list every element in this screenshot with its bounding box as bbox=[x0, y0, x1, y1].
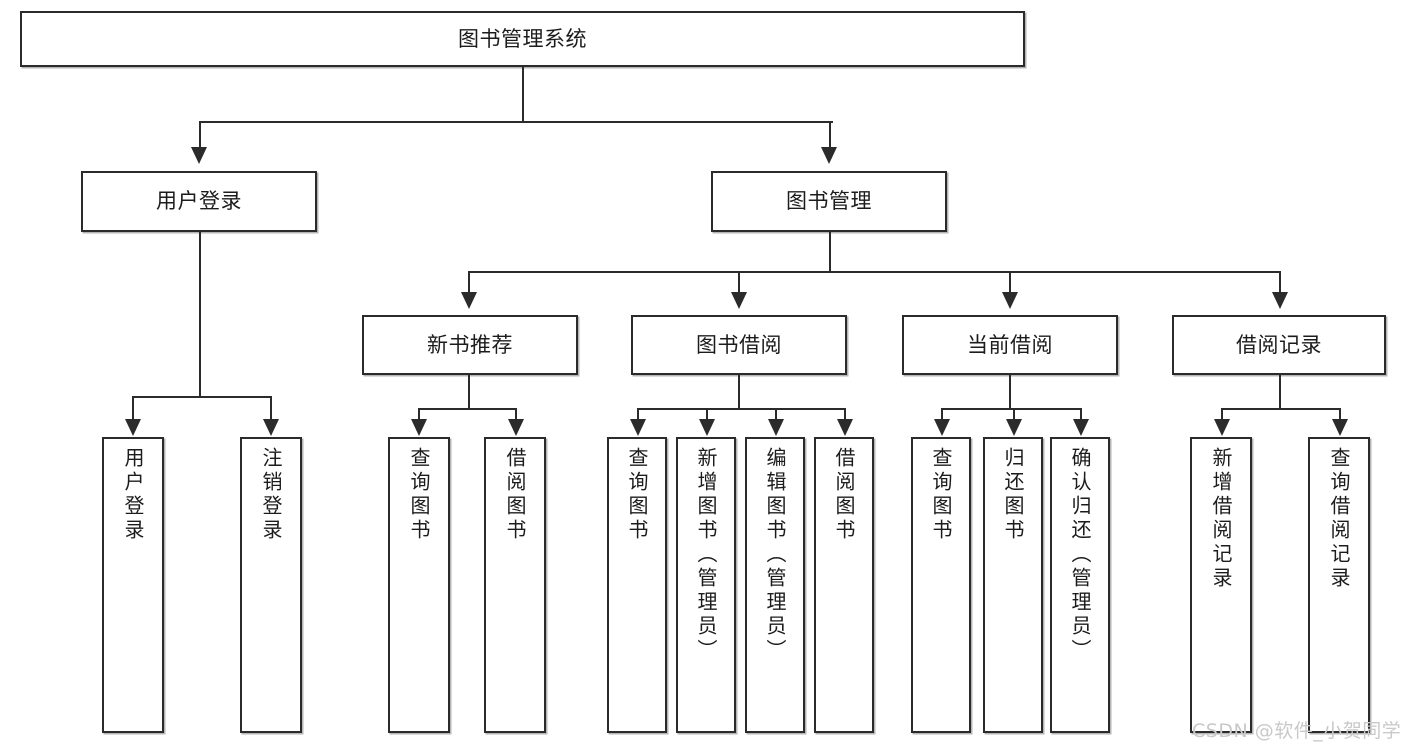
leaf-label: 查询借阅记录 bbox=[1327, 447, 1351, 591]
connector-borrow-record-leaf1 bbox=[1221, 408, 1223, 420]
leaf-borrow-book-recommend[interactable]: 借阅图书 bbox=[484, 437, 546, 733]
connector-new-book-leaf1 bbox=[418, 408, 420, 420]
arrow-new-book-leaf1 bbox=[411, 419, 427, 436]
leaf-label: 用户登录 bbox=[121, 447, 145, 543]
arrow-to-book-management bbox=[821, 147, 837, 164]
arrow-to-new-book bbox=[461, 292, 477, 309]
arrow-user-login-leaf1 bbox=[125, 419, 141, 436]
arrow-current-borrow-leaf1 bbox=[934, 419, 950, 436]
leaf-label: 确认归还（管理员） bbox=[1068, 447, 1092, 663]
leaf-query-borrow-record[interactable]: 查询借阅记录 bbox=[1308, 437, 1370, 733]
connector-new-book-stem bbox=[468, 375, 470, 408]
leaf-add-borrow-record[interactable]: 新增借阅记录 bbox=[1190, 437, 1252, 733]
connector-book-borrow-leaf3 bbox=[775, 408, 777, 420]
node-user-login[interactable]: 用户登录 bbox=[81, 171, 317, 232]
leaf-label: 新增借阅记录 bbox=[1209, 447, 1233, 591]
leaf-logout-login[interactable]: 注销登录 bbox=[240, 437, 302, 733]
connector-to-borrow-record bbox=[1279, 271, 1281, 292]
node-label: 图书借阅 bbox=[696, 332, 782, 357]
connector-current-borrow-leaf1 bbox=[941, 408, 943, 420]
connector-to-new-book bbox=[468, 271, 470, 292]
connector-current-borrow-bus bbox=[941, 408, 1080, 410]
connector-book-borrow-stem bbox=[738, 375, 740, 408]
arrow-book-borrow-leaf2 bbox=[699, 419, 715, 436]
arrow-book-borrow-leaf1 bbox=[630, 419, 646, 436]
node-label: 用户登录 bbox=[156, 189, 242, 214]
arrow-current-borrow-leaf2 bbox=[1006, 419, 1022, 436]
arrow-user-login-leaf2 bbox=[263, 419, 279, 436]
connector-to-user-login bbox=[199, 121, 201, 147]
connector-book-borrow-bus bbox=[637, 408, 844, 410]
arrow-book-borrow-leaf3 bbox=[768, 419, 784, 436]
arrow-to-current-borrow bbox=[1002, 292, 1018, 309]
leaf-label: 注销登录 bbox=[259, 447, 283, 543]
connector-borrow-record-leaf2 bbox=[1339, 408, 1341, 420]
node-new-book-recommend[interactable]: 新书推荐 bbox=[362, 315, 578, 375]
leaf-borrow-book[interactable]: 借阅图书 bbox=[814, 437, 874, 733]
connector-current-borrow-leaf2 bbox=[1013, 408, 1015, 420]
connector-current-borrow-stem bbox=[1009, 375, 1011, 408]
node-current-borrow[interactable]: 当前借阅 bbox=[902, 315, 1118, 375]
arrow-to-user-login bbox=[191, 147, 207, 164]
arrow-borrow-record-leaf1 bbox=[1214, 419, 1230, 436]
node-label: 图书管理 bbox=[786, 189, 872, 214]
connector-user-login-stem bbox=[199, 232, 201, 396]
connector-book-borrow-leaf1 bbox=[637, 408, 639, 420]
connector-borrow-record-bus bbox=[1221, 408, 1339, 410]
arrow-new-book-leaf2 bbox=[508, 419, 524, 436]
leaf-return-book[interactable]: 归还图书 bbox=[983, 437, 1043, 733]
connector-user-login-bus bbox=[132, 396, 270, 398]
leaf-confirm-return-admin[interactable]: 确认归还（管理员） bbox=[1050, 437, 1110, 733]
leaf-query-book-recommend[interactable]: 查询图书 bbox=[388, 437, 450, 733]
leaf-label: 借阅图书 bbox=[832, 447, 856, 543]
node-label: 新书推荐 bbox=[427, 332, 513, 357]
arrow-to-book-borrow bbox=[731, 292, 747, 309]
connector-borrow-record-stem bbox=[1279, 375, 1281, 408]
leaf-label: 新增图书（管理员） bbox=[694, 447, 718, 663]
connector-level2-bus bbox=[199, 121, 833, 123]
leaf-label: 借阅图书 bbox=[503, 447, 527, 543]
node-root-system[interactable]: 图书管理系统 bbox=[20, 11, 1025, 67]
connector-to-book-borrow bbox=[738, 271, 740, 292]
node-label: 借阅记录 bbox=[1236, 332, 1322, 357]
arrow-book-borrow-leaf4 bbox=[837, 419, 853, 436]
connector-to-current-borrow bbox=[1009, 271, 1011, 292]
arrow-current-borrow-leaf3 bbox=[1073, 419, 1089, 436]
csdn-watermark: CSDN @软件_小贺同学 bbox=[1192, 720, 1402, 742]
leaf-query-book-current[interactable]: 查询图书 bbox=[911, 437, 971, 733]
connector-book-mgmt-stem bbox=[829, 232, 831, 271]
leaf-label: 查询图书 bbox=[625, 447, 649, 543]
arrow-to-borrow-record bbox=[1272, 292, 1288, 309]
connector-root-stem bbox=[522, 67, 524, 121]
connector-user-login-leaf1 bbox=[132, 396, 134, 420]
leaf-label: 查询图书 bbox=[407, 447, 431, 543]
node-borrow-record[interactable]: 借阅记录 bbox=[1172, 315, 1386, 375]
node-label: 图书管理系统 bbox=[458, 26, 587, 51]
node-book-management[interactable]: 图书管理 bbox=[711, 171, 947, 232]
connector-to-book-management bbox=[829, 121, 831, 147]
leaf-label: 归还图书 bbox=[1001, 447, 1025, 543]
arrow-borrow-record-leaf2 bbox=[1332, 419, 1348, 436]
connector-user-login-leaf2 bbox=[270, 396, 272, 420]
leaf-user-login[interactable]: 用户登录 bbox=[102, 437, 164, 733]
leaf-label: 查询图书 bbox=[929, 447, 953, 543]
connector-new-book-bus bbox=[418, 408, 515, 410]
connector-current-borrow-leaf3 bbox=[1080, 408, 1082, 420]
connector-book-borrow-leaf4 bbox=[844, 408, 846, 420]
leaf-query-book-borrow[interactable]: 查询图书 bbox=[607, 437, 667, 733]
leaf-add-book-admin[interactable]: 新增图书（管理员） bbox=[676, 437, 736, 733]
node-book-borrow[interactable]: 图书借阅 bbox=[631, 315, 847, 375]
connector-level3-bus bbox=[468, 271, 1280, 273]
node-label: 当前借阅 bbox=[967, 332, 1053, 357]
connector-book-borrow-leaf2 bbox=[706, 408, 708, 420]
leaf-edit-book-admin[interactable]: 编辑图书（管理员） bbox=[745, 437, 805, 733]
connector-new-book-leaf2 bbox=[515, 408, 517, 420]
leaf-label: 编辑图书（管理员） bbox=[763, 447, 787, 663]
